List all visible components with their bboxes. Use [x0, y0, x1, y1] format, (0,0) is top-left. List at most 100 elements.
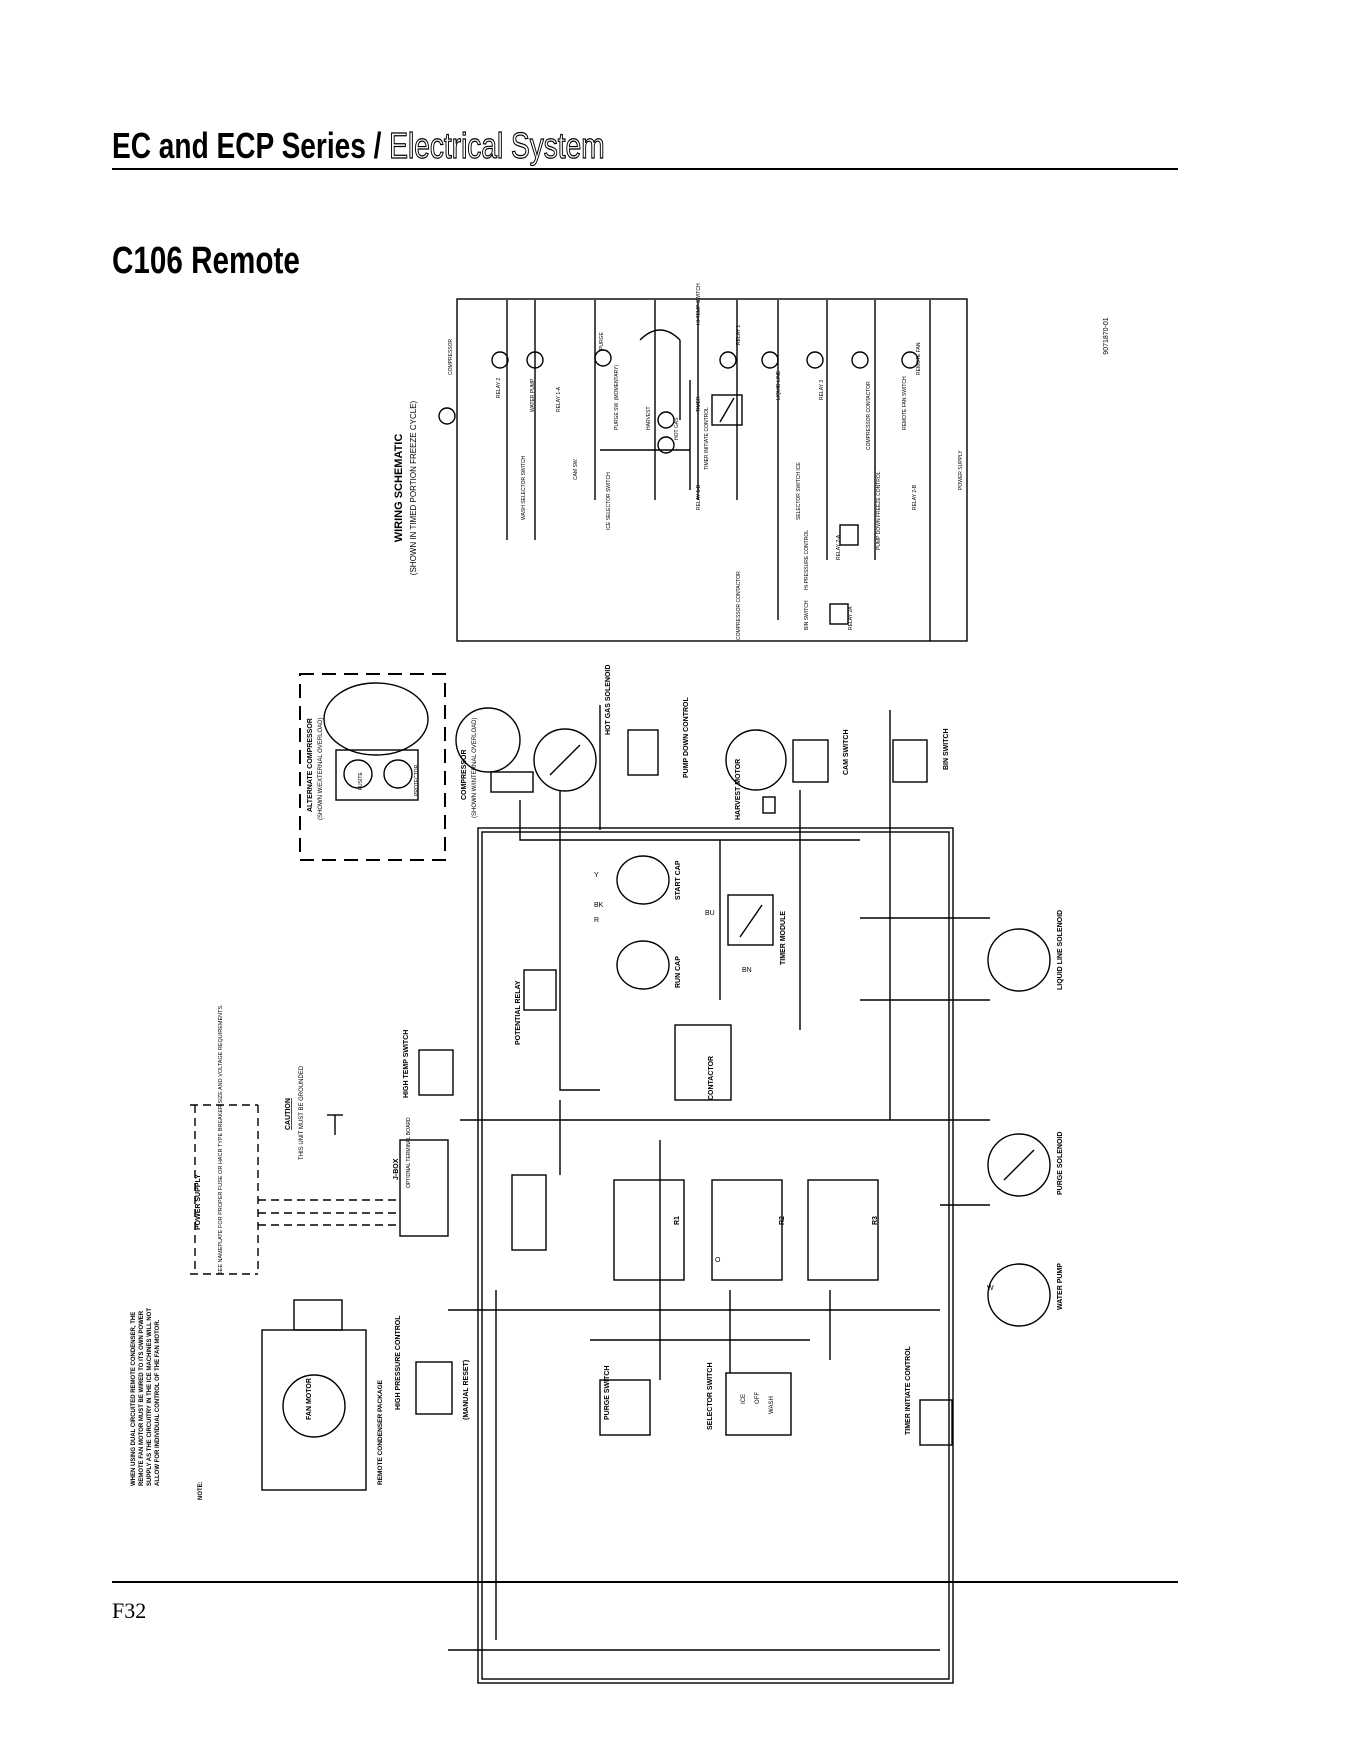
lbl-bin-switch-sch: BIN SWITCH: [804, 600, 810, 630]
lbl-terminal-board: OPTIONAL TERMINAL BOARD: [406, 1117, 412, 1188]
wire-tag-r: R: [594, 917, 599, 924]
relay-2a-box: [839, 524, 859, 546]
lbl-relay-2a-b: RELAY 2A: [848, 606, 854, 630]
lbl-ice-selector: ICE SELECTOR SWITCH: [606, 472, 612, 530]
page-title: C106 Remote: [112, 240, 300, 282]
lbl-fusite: FUSITE: [358, 772, 364, 790]
purge-solenoid-mark: [1003, 1149, 1035, 1181]
sol-purge: [594, 349, 612, 367]
timer-module-box: [727, 894, 774, 946]
lbl-start-cap: START CAP: [675, 860, 682, 900]
drawing-number: 9071870-01: [1103, 317, 1110, 354]
lbl-power-supply: POWER SUPPLY: [195, 1174, 202, 1230]
lbl-hi-temp: HI-TEMP SWITCH: [696, 283, 702, 325]
section-name: Electrical System: [389, 125, 605, 166]
lbl-contactor: CONTACTOR: [708, 1056, 715, 1100]
relay-r1-box: [613, 1179, 685, 1281]
schematic-wire: [639, 329, 681, 420]
power-supply-bracket: [190, 1104, 259, 1275]
wire-tag-bn: BN: [742, 967, 752, 974]
potential-relay-box: [523, 969, 557, 1011]
fusite-plug: [343, 759, 373, 789]
lbl-ice: ICE: [741, 1394, 747, 1404]
start-cap: [616, 855, 670, 905]
lbl-jbox: J-BOX: [393, 1158, 400, 1180]
solenoid-coil-mark: [549, 744, 581, 776]
coil-contactor: [851, 351, 869, 369]
lbl-timer-initiate: TIMER INITIATE CONTROL: [704, 407, 710, 470]
timer-hand: [719, 397, 735, 423]
lbl-relay-2b: RELAY 2-B: [912, 484, 918, 510]
control-box-frame: [477, 827, 954, 1684]
lbl-fan-motor: FAN MOTOR: [306, 1378, 313, 1420]
mot-compressor: [438, 407, 456, 425]
remote-condenser-package: [261, 1329, 367, 1491]
lbl-r3: R3: [872, 1216, 879, 1225]
lbl-cam-switch: CAM SWITCH: [843, 730, 850, 776]
lbl-water-pump: WATER PUMP: [530, 378, 536, 412]
lbl-r1: R1: [674, 1216, 681, 1225]
lbl-protector: PROTECTOR: [414, 764, 420, 796]
header-separator: /: [365, 125, 390, 166]
harvest-motor: [725, 729, 787, 791]
terminal-block: [511, 1174, 547, 1251]
lbl-harvest: HARVEST: [646, 406, 652, 430]
lbl-alt-compressor-sub: (SHOWN W/EXTERNAL OVERLOAD): [318, 718, 324, 820]
lbl-potential-relay: POTENTIAL RELAY: [515, 980, 522, 1045]
lbl-relay-1a: RELAY 1-A: [556, 386, 562, 412]
lbl-power-supply-sch: POWER SUPPLY: [958, 450, 964, 490]
relay-r2-box: [711, 1179, 783, 1281]
timer-box: [711, 394, 743, 426]
alt-compressor-terminals: [335, 749, 419, 801]
hot-gas-solenoid: [533, 728, 597, 792]
header-rule: [112, 168, 1178, 170]
alt-compressor-box: [299, 673, 446, 861]
mot-remote-fan: [901, 351, 919, 369]
lbl-comp-contactor-b: COMPRESSOR CONTACTOR: [736, 571, 742, 640]
coil-relay3: [806, 351, 824, 369]
high-temp-switch-box: [418, 1049, 454, 1096]
wire-tag-bu: BU: [705, 910, 715, 917]
page-number: F32: [112, 1598, 147, 1623]
purge-switch-box: [599, 1379, 651, 1436]
relay-r3-box: [807, 1179, 879, 1281]
lbl-hot-gas: HOT GAS: [674, 417, 680, 440]
lbl-liquid-line-solenoid: LIQUID LINE SOLENOID: [1057, 910, 1064, 990]
lbl-timer: TIMER: [696, 396, 702, 412]
schematic-frame: [456, 298, 968, 642]
sol-liquid-line: [761, 351, 779, 369]
schematic-title: WIRING SCHEMATIC: [393, 434, 405, 543]
timer-module-hand: [739, 904, 763, 938]
lbl-purge-solenoid: PURGE SOLENOID: [1057, 1132, 1064, 1195]
schematic-subtitle: (SHOWN IN TIMED PORTION FREEZE CYCLE): [409, 400, 418, 575]
alt-compressor-shell: [323, 682, 429, 756]
lbl-run-cap: RUN CAP: [675, 956, 682, 988]
protector-plug: [383, 759, 413, 789]
mot-harvest: [657, 411, 675, 429]
selector-switch-box: [725, 1372, 792, 1436]
wire-tag-w: W: [987, 1285, 994, 1292]
lbl-harvest-motor: HARVEST MOTOR: [735, 759, 742, 820]
sol-hot-gas: [657, 436, 675, 454]
section-header: EC and ECP Series / Electrical System: [112, 125, 605, 166]
lbl-relay2: RELAY 2: [496, 378, 502, 398]
lbl-water-pump: WATER PUMP: [1057, 1263, 1064, 1310]
harvest-motor-plug: [762, 796, 776, 814]
lbl-remote-fan-switch: REMOTE FAN SWITCH: [902, 376, 908, 430]
control-box-inner: [481, 831, 950, 1680]
lbl-relay-1b: RELAY 1-B: [696, 484, 702, 510]
wire-tag-bk: BK: [594, 902, 604, 909]
lbl-power-note: SEE NAMEPLATE FOR PROPER FUSE OR HACR TY…: [218, 1004, 224, 1275]
note-title: NOTE:: [198, 1481, 204, 1500]
lbl-cam-sw: CAM SW.: [573, 458, 579, 480]
timer-initiate-box: [919, 1399, 953, 1446]
wire-tag-o: O: [715, 1257, 721, 1264]
lbl-r2: R2: [779, 1216, 786, 1225]
contactor-box: [674, 1024, 732, 1101]
lbl-timer-module: TIMER MODULE: [780, 911, 787, 965]
wire: [519, 800, 860, 841]
lbl-compressor: COMPRESSOR: [461, 749, 468, 800]
lbl-compressor: COMPRESSOR: [448, 338, 454, 375]
wire: [559, 790, 600, 1091]
